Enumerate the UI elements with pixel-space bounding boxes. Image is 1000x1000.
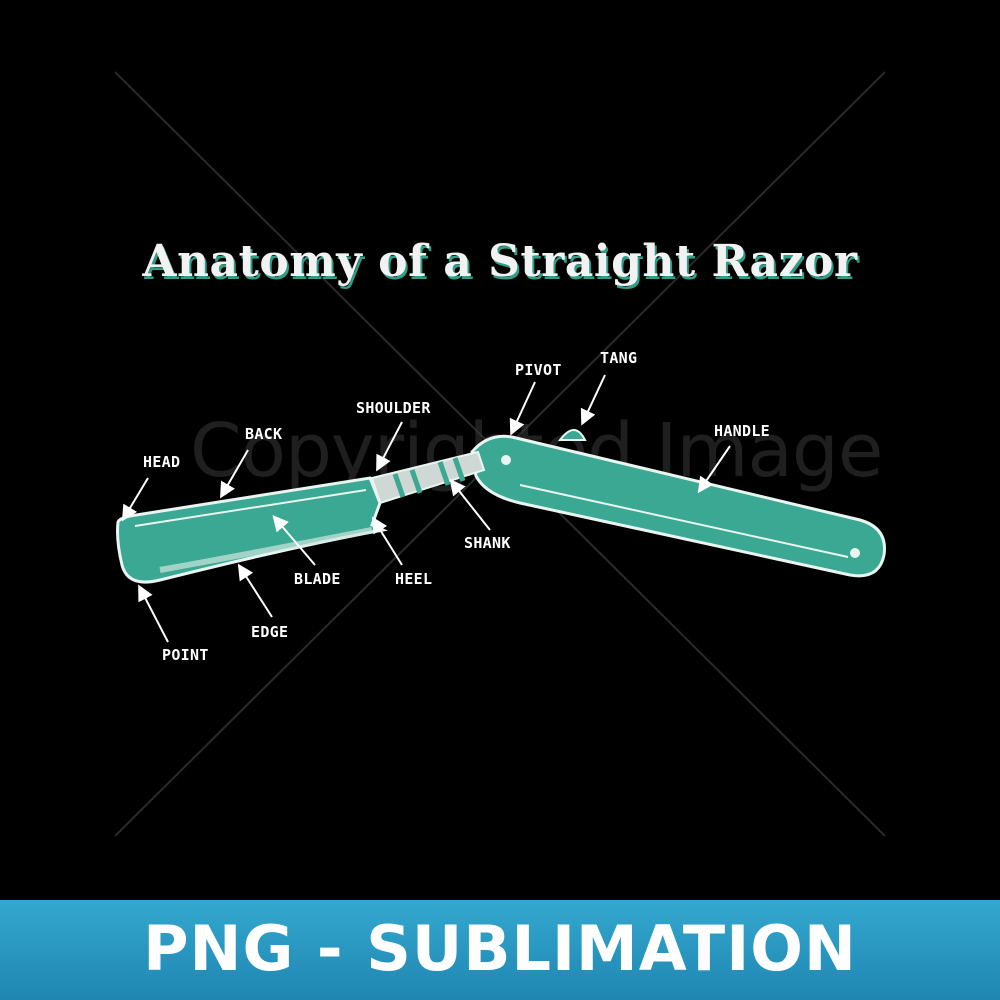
arrow-shoulder	[376, 421, 403, 472]
label-back: BACK	[245, 425, 283, 443]
arrow-point	[138, 584, 169, 643]
arrow-heel	[371, 516, 403, 566]
banner-text: PNG - SUBLIMATION	[143, 912, 857, 985]
label-shoulder: SHOULDER	[356, 399, 431, 417]
label-head: HEAD	[143, 453, 181, 471]
label-heel: HEEL	[395, 570, 433, 588]
label-shank: SHANK	[464, 534, 511, 552]
handle-inner-line	[519, 484, 849, 558]
shank-stripes	[392, 457, 466, 498]
arrow-tang	[580, 374, 606, 426]
bottom-banner	[0, 900, 1000, 1000]
arrow-shank	[449, 478, 491, 531]
razor-tang	[557, 429, 587, 441]
arrow-handle	[697, 445, 731, 494]
blade-back-line	[134, 489, 367, 527]
arrow-head	[121, 477, 149, 522]
arrow-pivot	[509, 381, 536, 436]
label-blade: BLADE	[294, 570, 341, 588]
label-point: POINT	[162, 646, 209, 664]
label-tang: TANG	[600, 349, 638, 367]
label-pivot: PIVOT	[515, 361, 562, 379]
arrow-back	[219, 449, 249, 499]
arrow-edge	[237, 563, 273, 618]
arrow-blade	[272, 514, 316, 566]
label-edge: EDGE	[251, 623, 289, 641]
blade-edge-highlight	[159, 527, 373, 573]
page-title: Anatomy of a Straight Razor	[142, 236, 858, 287]
handle-end-pin	[850, 548, 860, 558]
label-handle: HANDLE	[714, 422, 770, 440]
pivot-pin	[501, 455, 511, 465]
razor-handle	[470, 434, 886, 578]
